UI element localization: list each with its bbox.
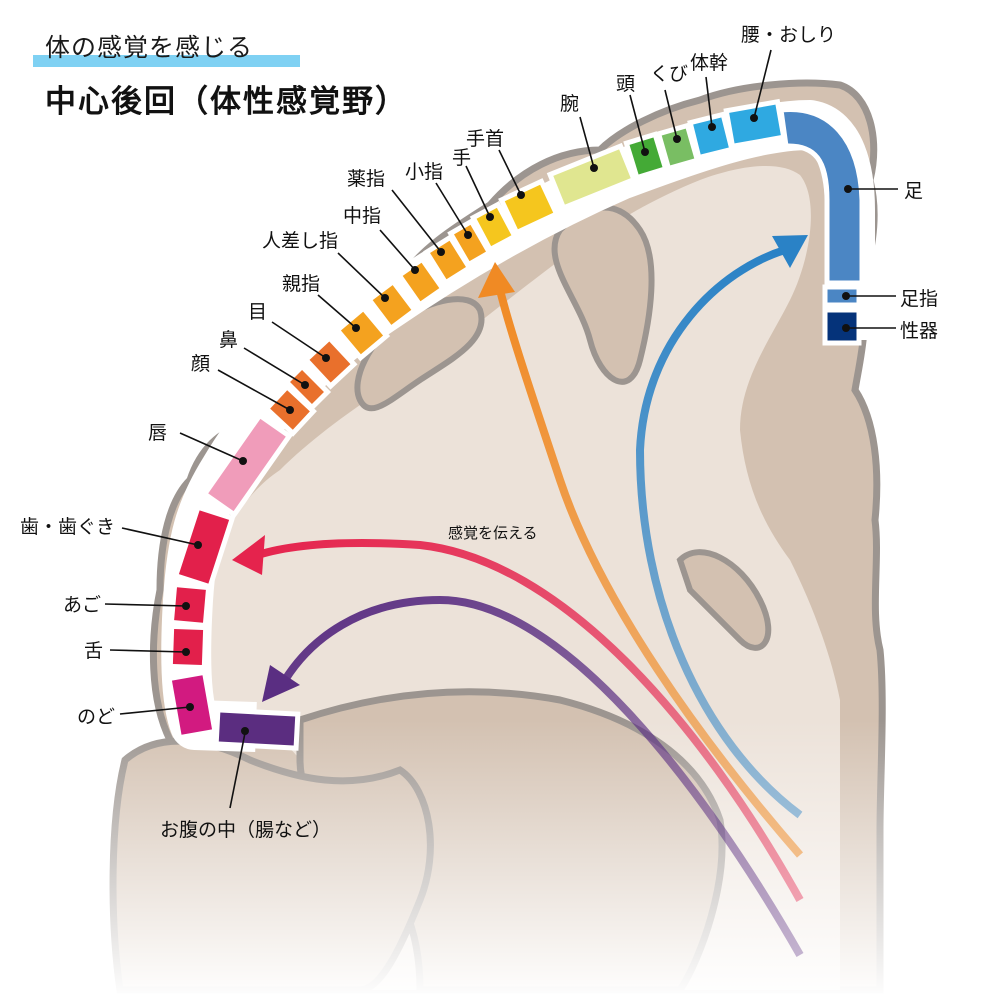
segment-tongue (167, 623, 209, 671)
subtitle-block: 体の感覚を感じる (33, 28, 300, 67)
label-wrist: 手首 (466, 128, 504, 150)
label-eye: 目 (248, 301, 267, 323)
segment-middle (395, 255, 447, 309)
segment-lips (201, 411, 293, 519)
label-jaw: あご (63, 594, 101, 616)
segment-wrist (498, 178, 560, 236)
subtitle: 体の感覚を感じる (45, 33, 254, 62)
label-toes: 足指 (900, 288, 938, 310)
segment-hand (469, 201, 519, 253)
arrow-blue (635, 246, 803, 819)
label-little: 小指 (405, 161, 443, 183)
arrow-purple-head (262, 665, 300, 702)
label-ring: 薬指 (347, 168, 385, 190)
page-title: 中心後回（体性感覚野） (45, 84, 408, 120)
segment-little (447, 217, 493, 269)
label-tongue: 舌 (84, 640, 103, 662)
subtitle-highlight (33, 55, 300, 67)
label-lips: 唇 (148, 422, 167, 444)
labels: お腹の中（腸など） のど 舌 あご 歯・歯ぐき 唇 顔 鼻 目 親指 人差し指 … (20, 24, 938, 841)
label-throat: のど (77, 706, 115, 728)
arrow-label: 感覚を伝える (448, 524, 538, 542)
cortex-segments (166, 98, 865, 751)
segment-hip (723, 98, 787, 150)
segment-foot (778, 107, 865, 286)
arrow-orange-head (478, 262, 515, 298)
label-teeth: 歯・歯ぐき (20, 516, 115, 538)
label-face: 顔 (191, 353, 210, 375)
segment-jaw (168, 581, 212, 629)
label-abdomen: お腹の中（腸など） (160, 819, 331, 841)
label-genitals: 性器 (900, 320, 938, 342)
segment-thumb (333, 304, 391, 362)
label-arm: 腕 (560, 93, 579, 115)
label-hip: 腰・おしり (741, 24, 836, 46)
arrow-red-head (232, 535, 265, 575)
label-thumb: 親指 (282, 273, 320, 295)
label-head: 頭 (616, 73, 635, 95)
arrow-red (256, 539, 804, 902)
label-neck: くび (650, 63, 688, 85)
segment-genitals (822, 307, 862, 346)
arrow-purple (281, 595, 804, 957)
label-middle: 中指 (343, 205, 381, 227)
arrow-orange (496, 289, 804, 858)
segment-neck (655, 122, 701, 172)
segment-eye (302, 334, 358, 390)
label-index: 人差し指 (262, 230, 338, 252)
signal-arrows: 感覚を伝える (232, 235, 808, 957)
label-trunk: 体幹 (690, 52, 728, 74)
label-nose: 鼻 (219, 329, 238, 351)
segment-teeth (172, 504, 236, 590)
segment-arm (546, 142, 638, 212)
label-hand: 手 (452, 147, 471, 169)
segment-abdomen (213, 707, 301, 751)
arrow-blue-head (772, 235, 808, 268)
label-foot: 足 (904, 180, 923, 202)
